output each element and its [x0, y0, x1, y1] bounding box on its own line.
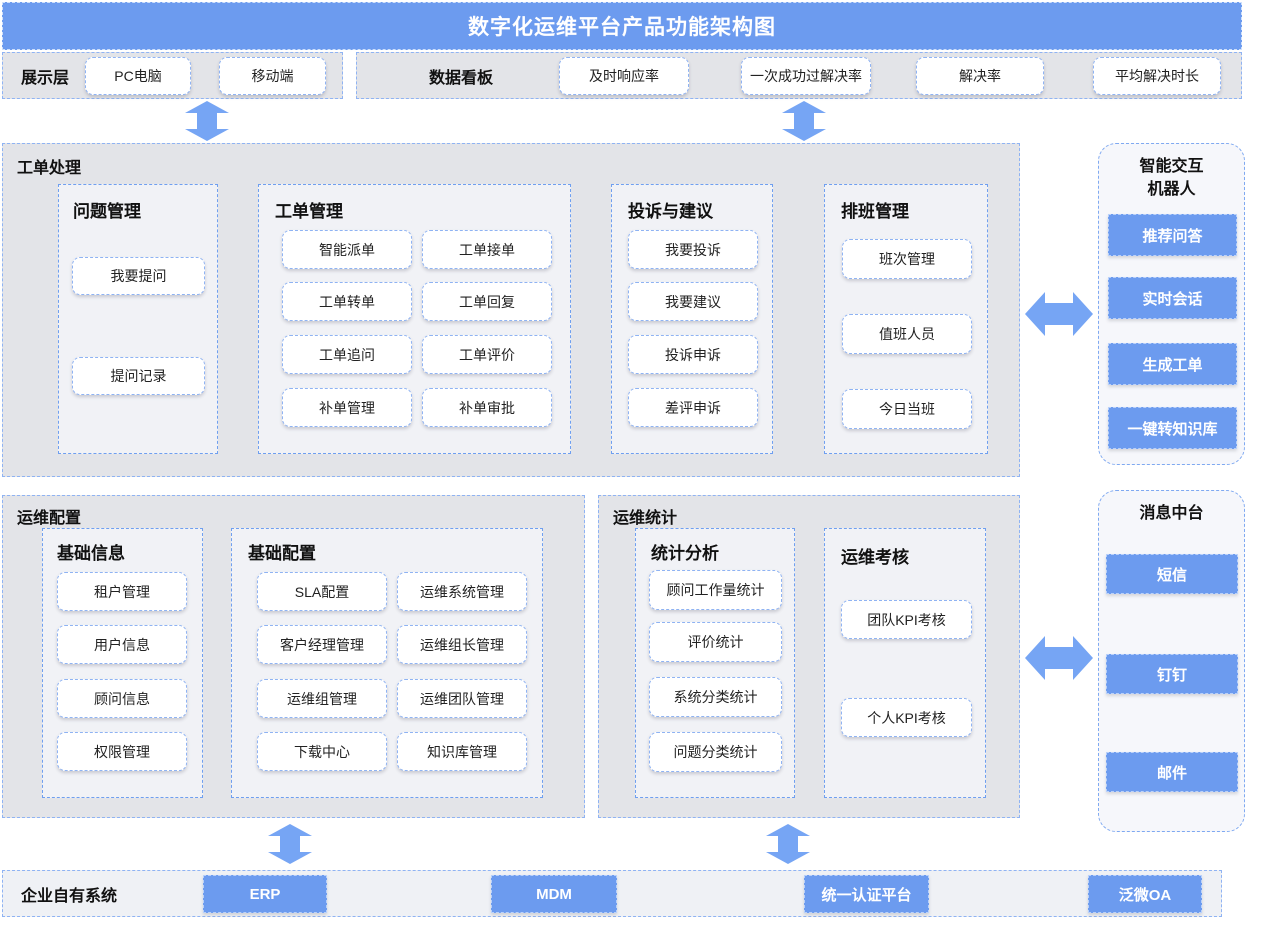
feature-box: 顾问信息 — [57, 679, 187, 718]
feature-box: 权限管理 — [57, 732, 187, 771]
panel-problem-management: 问题管理 我要提问 提问记录 — [58, 184, 218, 454]
feature-box: 移动端 — [219, 57, 326, 95]
feature-box: 差评申诉 — [628, 388, 758, 427]
feature-box: 运维组长管理 — [397, 625, 527, 664]
feature-box: 一次成功过解决率 — [741, 57, 871, 95]
section-ops-stats: 运维统计 统计分析 顾问工作量统计 评价统计 系统分类统计 问题分类统计 运维考… — [598, 495, 1020, 818]
feature-box-blue: 推荐问答 — [1108, 214, 1237, 256]
feature-box-blue: 一键转知识库 — [1108, 407, 1237, 449]
panel-title: 智能交互 机器人 — [1139, 158, 1204, 199]
double-arrow-horizontal-icon — [1025, 292, 1093, 336]
panel-title: 消息中台 — [1139, 505, 1204, 522]
feature-box: 问题分类统计 — [649, 732, 782, 772]
feature-box: 用户信息 — [57, 625, 187, 664]
enterprise-systems-bar: 企业自有系统 ERP MDM 统一认证平台 泛微OA — [2, 870, 1222, 917]
feature-box: 投诉申诉 — [628, 335, 758, 374]
feature-box-blue: 实时会话 — [1108, 277, 1237, 319]
feature-box: 客户经理管理 — [257, 625, 387, 664]
panel-title: 基础信息 — [57, 544, 125, 563]
feature-box: 顾问工作量统计 — [649, 570, 782, 610]
feature-box: 评价统计 — [649, 622, 782, 662]
panel-message-hub: 消息中台 短信 钉钉 邮件 — [1098, 490, 1245, 832]
feature-box-blue: ERP — [203, 875, 327, 913]
display-layer-bar: 展示层 PC电脑 移动端 — [2, 52, 343, 99]
panel-title: 统计分析 — [651, 544, 719, 563]
feature-box: 知识库管理 — [397, 732, 527, 771]
feature-box: 我要建议 — [628, 282, 758, 321]
display-layer-label: 展示层 — [21, 69, 70, 87]
feature-box: 及时响应率 — [559, 57, 689, 95]
panel-ticket-management: 工单管理 智能派单 工单接单 工单转单 工单回复 工单追问 工单评价 补单管理 … — [258, 184, 571, 454]
feature-box: 智能派单 — [282, 230, 412, 269]
panel-title: 运维考核 — [841, 548, 909, 567]
panel-intelligent-robot: 智能交互 机器人 推荐问答 实时会话 生成工单 一键转知识库 — [1098, 143, 1245, 465]
feature-box: 我要投诉 — [628, 230, 758, 269]
dashboard-bar: 数据看板 及时响应率 一次成功过解决率 解决率 平均解决时长 — [356, 52, 1242, 99]
feature-box-blue: 泛微OA — [1088, 875, 1202, 913]
feature-box-blue: 短信 — [1106, 554, 1238, 594]
panel-title: 问题管理 — [73, 202, 141, 221]
feature-box: 工单评价 — [422, 335, 552, 374]
section-ticket-processing: 工单处理 问题管理 我要提问 提问记录 工单管理 智能派单 工单接单 工单转单 … — [2, 143, 1020, 477]
panel-title: 工单管理 — [275, 202, 343, 221]
diagram-title-bar: 数字化运维平台产品功能架构图 — [2, 2, 1242, 50]
double-arrow-vertical-icon — [782, 101, 826, 141]
feature-box: 下载中心 — [257, 732, 387, 771]
panel-basic-config: 基础配置 SLA配置 运维系统管理 客户经理管理 运维组长管理 运维组管理 运维… — [231, 528, 543, 798]
double-arrow-vertical-icon — [766, 824, 810, 864]
feature-box-blue: 钉钉 — [1106, 654, 1238, 694]
diagram-title: 数字化运维平台产品功能架构图 — [468, 16, 776, 39]
feature-box: 租户管理 — [57, 572, 187, 611]
feature-box: 补单审批 — [422, 388, 552, 427]
feature-box: 今日当班 — [842, 389, 972, 429]
panel-shift-management: 排班管理 班次管理 值班人员 今日当班 — [824, 184, 988, 454]
panel-title: 投诉与建议 — [628, 202, 713, 221]
panel-stats-analysis: 统计分析 顾问工作量统计 评价统计 系统分类统计 问题分类统计 — [635, 528, 795, 798]
feature-box: 提问记录 — [72, 357, 205, 395]
feature-box: 运维团队管理 — [397, 679, 527, 718]
feature-box: 解决率 — [916, 57, 1044, 95]
feature-box: 我要提问 — [72, 257, 205, 295]
feature-box: 平均解决时长 — [1093, 57, 1221, 95]
panel-basic-info: 基础信息 租户管理 用户信息 顾问信息 权限管理 — [42, 528, 203, 798]
feature-box: 工单接单 — [422, 230, 552, 269]
feature-box-blue: MDM — [491, 875, 617, 913]
feature-box: 团队KPI考核 — [841, 600, 972, 639]
feature-box: 工单回复 — [422, 282, 552, 321]
double-arrow-vertical-icon — [185, 101, 229, 141]
feature-box: 运维组管理 — [257, 679, 387, 718]
dashboard-label: 数据看板 — [429, 69, 494, 87]
feature-box: 运维系统管理 — [397, 572, 527, 611]
feature-box-blue: 邮件 — [1106, 752, 1238, 792]
section-ops-config: 运维配置 基础信息 租户管理 用户信息 顾问信息 权限管理 基础配置 SLA配置… — [2, 495, 585, 818]
section-label: 运维配置 — [17, 510, 82, 527]
section-label: 工单处理 — [17, 160, 82, 177]
double-arrow-vertical-icon — [268, 824, 312, 864]
panel-title: 基础配置 — [248, 544, 316, 563]
feature-box: 班次管理 — [842, 239, 972, 279]
feature-box: 补单管理 — [282, 388, 412, 427]
section-label: 运维统计 — [613, 510, 678, 527]
feature-box: PC电脑 — [85, 57, 191, 95]
feature-box: SLA配置 — [257, 572, 387, 611]
feature-box: 工单转单 — [282, 282, 412, 321]
panel-complaints-suggestions: 投诉与建议 我要投诉 我要建议 投诉申诉 差评申诉 — [611, 184, 773, 454]
feature-box: 系统分类统计 — [649, 677, 782, 717]
double-arrow-horizontal-icon — [1025, 636, 1093, 680]
feature-box-blue: 统一认证平台 — [804, 875, 929, 913]
enterprise-label: 企业自有系统 — [21, 887, 118, 905]
panel-title: 排班管理 — [841, 202, 909, 221]
feature-box-blue: 生成工单 — [1108, 343, 1237, 385]
feature-box: 值班人员 — [842, 314, 972, 354]
feature-box: 工单追问 — [282, 335, 412, 374]
feature-box: 个人KPI考核 — [841, 698, 972, 737]
panel-ops-assessment: 运维考核 团队KPI考核 个人KPI考核 — [824, 528, 986, 798]
